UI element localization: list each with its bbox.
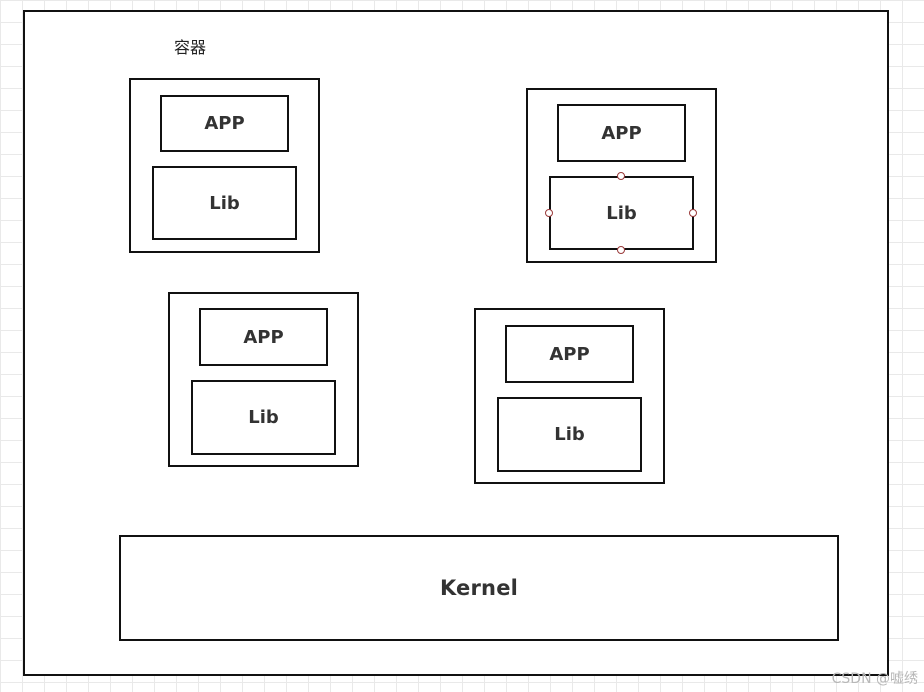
app-box-4: APP [505, 325, 634, 383]
resize-handle-top[interactable] [617, 172, 625, 180]
lib-box-1: Lib [152, 166, 297, 240]
resize-handle-right[interactable] [689, 209, 697, 217]
diagram-caption: 容器 [174, 38, 207, 57]
app-box-3: APP [199, 308, 328, 366]
lib-box-4: Lib [497, 397, 642, 472]
watermark: CSDN @嘘绣 [831, 671, 918, 687]
app-box-1: APP [160, 95, 289, 152]
lib-box-2[interactable]: Lib [549, 176, 694, 250]
resize-handle-bottom[interactable] [617, 246, 625, 254]
resize-handle-left[interactable] [545, 209, 553, 217]
kernel-box: Kernel [119, 535, 839, 641]
app-box-2: APP [557, 104, 686, 162]
lib-box-3: Lib [191, 380, 336, 455]
